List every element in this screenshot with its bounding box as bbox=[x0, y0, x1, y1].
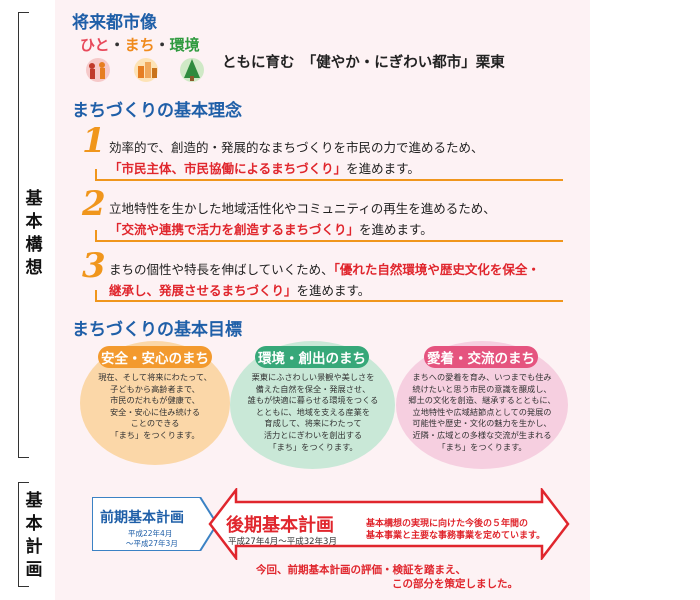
early-plan-arrow bbox=[92, 497, 219, 551]
concept-3-lead: まちの個性や特長を伸ばしていくため、 bbox=[109, 262, 334, 277]
concept-3-underline bbox=[95, 300, 563, 302]
logo-illustration bbox=[86, 58, 204, 82]
late-plan-arrow bbox=[208, 488, 570, 560]
logo-dot-1: ・ bbox=[109, 36, 125, 54]
goal-safety-line: 現在、そして将来にわたって、 bbox=[98, 372, 212, 382]
goal-title-environment: 環境・創出のまち bbox=[255, 346, 369, 368]
goal-env-line: 誰もが快適に暮らせる環境をつくる bbox=[247, 395, 379, 406]
concept-number-1: 1 bbox=[82, 121, 106, 161]
concept-1-tick bbox=[95, 169, 97, 180]
late-plan-period: 平成27年4月〜平成32年3月 bbox=[228, 537, 337, 547]
early-plan-period-a: 平成22年4月 bbox=[128, 529, 173, 538]
side-label-keikaku: 基本計画 bbox=[22, 490, 46, 582]
vision-slogan: ともに育む 「健やか・にぎわい都市」栗東 bbox=[222, 55, 505, 71]
concept-1-line2: 「市民主体、市民協働によるまちづくり」を進めます。 bbox=[109, 158, 420, 177]
late-plan-desc-a: 基本構想の実現に向けた今後の５年間の bbox=[366, 519, 529, 529]
goal-att-line: 可能性や歴史・文化の魅力を生かし、 bbox=[412, 418, 552, 429]
concept-2-line1: 立地特性を生かした地域活性化やコミュニティの再生を進めるため、 bbox=[109, 201, 496, 216]
goal-att-line: 郷土の文化を創造、継承するとともに、 bbox=[408, 395, 556, 406]
side-label-char: 計 bbox=[25, 537, 43, 557]
goal-text-attachment: まちへの愛着を育み、いつまでも住み 続けたいと思う市民の意識を醸成し、 郷土の文… bbox=[399, 372, 565, 453]
goal-env-line: とともに、地域を支える産業を bbox=[255, 406, 371, 417]
concept-3-tick bbox=[95, 290, 97, 301]
goal-title-safety: 安全・安心のまち bbox=[98, 346, 212, 368]
side-label-char: 本 bbox=[25, 212, 43, 232]
concept-number-2: 2 bbox=[82, 184, 106, 224]
goal-text-safety: 現在、そして将来にわたって、 子どもから高齢者まで、 市民のだれもが健康で、 安… bbox=[82, 372, 228, 442]
concept-2-line2: 「交流や連携で活力を創造するまちづくり」を進めます。 bbox=[109, 219, 433, 238]
goal-safety-line: 安全・安心に住み続ける bbox=[109, 406, 201, 417]
concept-2-emphasis: 「交流や連携で活力を創造するまちづくり」 bbox=[109, 222, 360, 237]
concept-2-underline bbox=[95, 240, 563, 242]
concept-3-tail: を進めます。 bbox=[296, 283, 371, 298]
concept-1-underline bbox=[95, 179, 563, 181]
side-label-char: 画 bbox=[25, 560, 43, 580]
concept-2-tick bbox=[95, 230, 97, 241]
concept-3-emphasis-a: 「優れた自然環境や歴史文化を保全・ bbox=[333, 262, 540, 277]
kousou-bracket bbox=[18, 12, 29, 458]
goal-safety-line: 子どもから高齢者まで、 bbox=[110, 383, 200, 394]
goal-att-line: 続けたいと思う市民の意識を醸成し、 bbox=[412, 383, 552, 394]
goal-env-line: 備えた自然を保全・発展させ、 bbox=[255, 383, 371, 394]
goal-safety-line: 「まち」をつくります。 bbox=[110, 429, 200, 440]
early-plan-title: 前期基本計画 bbox=[100, 510, 184, 526]
goal-env-line: 「まち」をつくります。 bbox=[268, 441, 358, 452]
logo-hitomachi: ひと・まち・環境 bbox=[80, 34, 210, 86]
logo-hito: ひと bbox=[80, 36, 110, 54]
concept-3-line2: 継承し、発展させるまちづくり」を進めます。 bbox=[109, 280, 370, 299]
concept-3-line1: まちの個性や特長を伸ばしていくため、「優れた自然環境や歴史文化を保全・ bbox=[109, 259, 540, 278]
goal-text-environment: 栗東にふさわしい景観や美しさを 備えた自然を保全・発展させ、 誰もが快適に暮らせ… bbox=[233, 372, 393, 453]
concept-heading: まちづくりの基本理念 bbox=[72, 101, 242, 121]
side-label-char: 基 bbox=[25, 491, 43, 511]
goal-att-line: 「まち」をつくります。 bbox=[437, 441, 527, 452]
early-plan-period-b: 〜平成27年3月 bbox=[126, 539, 178, 548]
concept-1-line1: 効率的で、創造的・発展的なまちづくりを市民の力で進めるため、 bbox=[109, 140, 484, 155]
late-plan-title: 後期基本計画 bbox=[226, 515, 334, 536]
vision-heading: 将来都市像 bbox=[72, 13, 157, 33]
concept-number-3: 3 bbox=[82, 246, 106, 286]
logo-dot-2: ・ bbox=[154, 36, 170, 54]
late-plan-desc-b: 基本事業と主要な事務事業を定めています。 bbox=[366, 531, 546, 541]
concept-3-emphasis-b: 継承し、発展させるまちづくり」 bbox=[109, 283, 297, 298]
goal-env-line: 育成して、将来にわたって bbox=[264, 418, 362, 429]
goal-att-line: まちへの愛着を育み、いつまでも住み bbox=[412, 372, 552, 382]
goal-env-line: 栗東にふさわしい景観や美しさを bbox=[251, 372, 375, 382]
side-label-char: 構 bbox=[25, 235, 43, 255]
concept-1-tail: を進めます。 bbox=[346, 161, 420, 176]
plan-note-b: この部分を策定しました。 bbox=[392, 578, 518, 590]
side-label-kousou: 基本構想 bbox=[22, 188, 46, 280]
logo-machi: まち bbox=[124, 36, 155, 54]
keikaku-bracket bbox=[18, 482, 29, 587]
goal-att-line: 立地特性や広域結節点としての発展の bbox=[412, 406, 552, 417]
goal-safety-line: ことのできる bbox=[130, 418, 180, 429]
side-label-char: 基 bbox=[25, 189, 43, 209]
logo-kankyo: 環境 bbox=[169, 36, 200, 54]
goal-att-line: 近隣・広域との多様な交流が生まれる bbox=[412, 429, 552, 440]
goal-title-attachment: 愛着・交流のまち bbox=[424, 346, 538, 368]
plan-note-a: 今回、前期基本計画の評価・検証を踏まえ、 bbox=[256, 564, 466, 576]
concept-1-emphasis: 「市民主体、市民協働によるまちづくり」 bbox=[109, 161, 347, 176]
side-label-char: 想 bbox=[25, 258, 43, 278]
goal-safety-line: 市民のだれもが健康で、 bbox=[110, 395, 200, 406]
goals-heading: まちづくりの基本目標 bbox=[72, 320, 242, 340]
goal-env-line: 活力とにぎわいを創出する bbox=[263, 429, 363, 440]
concept-2-tail: を進めます。 bbox=[359, 222, 433, 237]
side-label-char: 本 bbox=[25, 514, 43, 534]
